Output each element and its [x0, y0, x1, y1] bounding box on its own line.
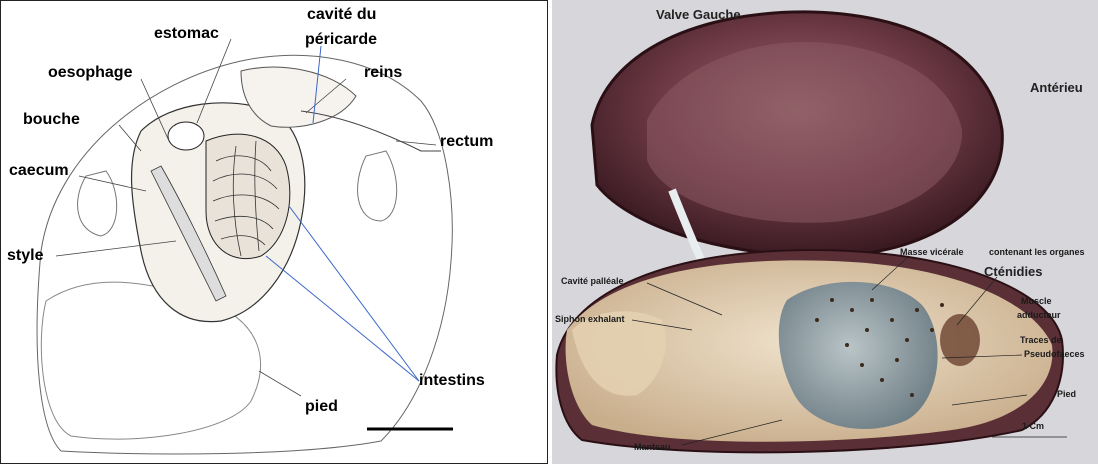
label-contenant: contenant les organes: [989, 247, 1085, 257]
label-oesophage: oesophage: [48, 64, 132, 82]
label-manteau: Manteau: [634, 442, 671, 452]
label-muscle: Muscle: [1021, 296, 1052, 306]
label-traces: Traces de: [1020, 335, 1062, 345]
label-scale: 1 Cm: [1022, 421, 1044, 431]
clam-photo-panel: Valve Gauche Antérieu Masse vicérale con…: [552, 0, 1098, 464]
label-rectum: rectum: [440, 133, 493, 151]
label-adducteur: adducteur: [1017, 310, 1061, 320]
label-reins: reins: [364, 64, 402, 82]
anatomy-drawing-panel: estomac cavité du péricarde oesophage re…: [0, 0, 548, 464]
label-ctenidies: Cténidies: [984, 264, 1043, 279]
label-pied-photo: Pied: [1057, 389, 1076, 399]
label-siphon-exhalant: Siphon exhalant: [555, 314, 625, 324]
label-style: style: [7, 247, 43, 265]
clam-photo: [552, 0, 1098, 464]
label-anterieur: Antérieu: [1030, 80, 1083, 95]
label-pied: pied: [305, 398, 338, 416]
label-masse-viscerale: Masse vicérale: [900, 247, 964, 257]
label-pseudofaeces: Pseudofaeces: [1024, 349, 1085, 359]
label-cavite-palleale: Cavité palléale: [561, 276, 624, 286]
label-estomac: estomac: [154, 25, 219, 43]
label-pericarde: péricarde: [305, 31, 377, 49]
label-caecum: caecum: [9, 162, 69, 180]
label-bouche: bouche: [23, 111, 80, 129]
label-valve-gauche: Valve Gauche: [656, 7, 741, 22]
label-cavite: cavité du: [307, 6, 376, 24]
label-intestins: intestins: [419, 372, 485, 390]
